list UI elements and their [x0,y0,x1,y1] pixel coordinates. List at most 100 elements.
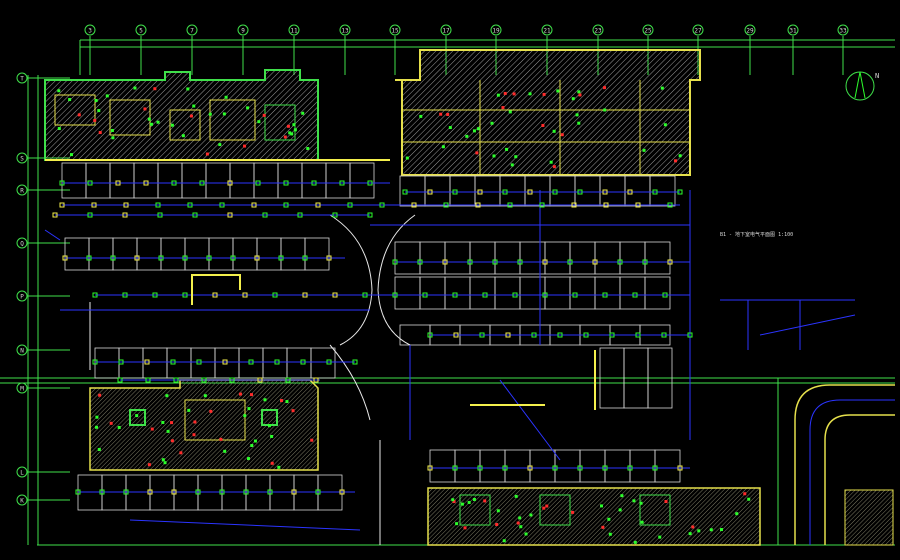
room-device-marker [492,154,496,158]
room-device-marker [186,87,190,91]
drawing-title-note: B1 - 地下室电气平面图 1:100 [720,231,793,238]
room-device-marker [709,528,713,532]
room-device-marker [496,509,500,513]
room-device-marker [674,159,678,163]
electrical-device-marker [443,202,449,208]
electrical-device-marker [452,189,458,195]
room-device-marker [697,529,701,533]
room-device-marker [608,532,612,536]
room-device-marker [663,123,667,127]
electrical-device-marker [552,465,558,471]
room-device-marker [448,126,452,130]
room-device-marker [170,421,174,425]
room-device-marker [117,426,121,430]
electrical-device-marker [442,259,448,265]
building-block-n [395,49,701,176]
room-device-marker [163,461,167,465]
axis-label-top: 17 [442,28,450,35]
electrical-device-marker [492,259,498,265]
electrical-device-marker [144,359,150,365]
electrical-device-marker [59,202,65,208]
axis-bubble-top: 29 [744,24,756,75]
electrical-device-marker [212,292,218,298]
electrical-device-marker [158,255,164,261]
parking-bay [304,237,330,271]
room-device-marker [571,510,575,514]
wire-run [499,379,561,461]
axis-label-top: 15 [391,28,399,35]
room-device-marker [219,437,223,441]
room-device-marker [618,508,622,512]
electrical-device-marker [652,465,658,471]
electrical-device-marker [291,489,297,495]
electrical-device-marker [667,202,673,208]
room-device-marker [243,144,247,148]
room-device-marker [463,526,467,530]
room-device-marker [246,457,250,461]
axis-label-left: T [20,76,24,83]
electrical-device-marker [392,259,398,265]
electrical-device-marker [502,189,508,195]
electrical-device-marker [502,465,508,471]
room-device-marker [97,109,101,113]
electrical-device-marker [539,202,545,208]
room-device-marker [283,135,287,139]
wire-run [129,519,361,531]
electrical-device-marker [479,332,485,338]
electrical-device-marker [557,332,563,338]
room-device-marker [542,506,546,510]
axis-bubble-left: R [16,184,70,196]
room-device-marker [161,458,165,462]
axis-label-top: 33 [839,28,847,35]
electrical-device-marker [542,259,548,265]
room-device-marker [68,98,72,102]
room-device-marker [502,539,506,543]
room-device-marker [496,93,500,97]
electrical-device-marker [227,180,233,186]
electrical-device-marker [475,202,481,208]
electrical-device-marker [422,292,428,298]
electrical-device-marker [477,189,483,195]
room-device-marker [529,513,533,517]
electrical-device-marker [352,359,358,365]
room-device-marker [250,444,254,448]
electrical-device-marker [332,292,338,298]
axis-bubble-left: L [16,466,70,478]
room-device-marker [688,532,692,536]
electrical-device-marker [157,212,163,218]
room-device-marker [575,113,579,117]
axis-label-left: S [20,156,24,163]
room-device-marker [147,117,151,121]
electrical-device-marker [248,359,254,365]
electrical-device-marker [326,359,332,365]
room-device-marker [519,525,523,529]
room-device-marker [633,540,637,544]
building-block-sw [89,379,319,471]
room-device-marker [483,499,487,503]
room-device-marker [508,110,512,114]
room-device-marker [503,91,507,95]
room-device-marker [149,122,153,126]
axis-label-left: N [20,348,24,355]
electrical-device-marker [362,292,368,298]
room-device-marker [455,522,459,526]
electrical-device-marker [229,377,235,383]
room-device-marker [263,398,267,402]
electrical-device-marker [187,202,193,208]
electrical-device-marker [572,292,578,298]
axis-bubble-top: 11 [288,24,300,75]
electrical-device-marker [313,377,319,383]
electrical-device-marker [123,202,129,208]
electrical-device-marker [452,465,458,471]
room-device-marker [743,492,747,496]
electrical-device-marker [392,292,398,298]
room-device-marker [249,393,253,397]
axis-label-top: 3 [88,28,92,35]
axis-label-top: 27 [694,28,702,35]
electrical-wiring [44,182,691,531]
room-device-marker [658,535,662,539]
axis-bubble-left: N [16,344,70,356]
electrical-device-marker [134,255,140,261]
electrical-device-marker [477,465,483,471]
